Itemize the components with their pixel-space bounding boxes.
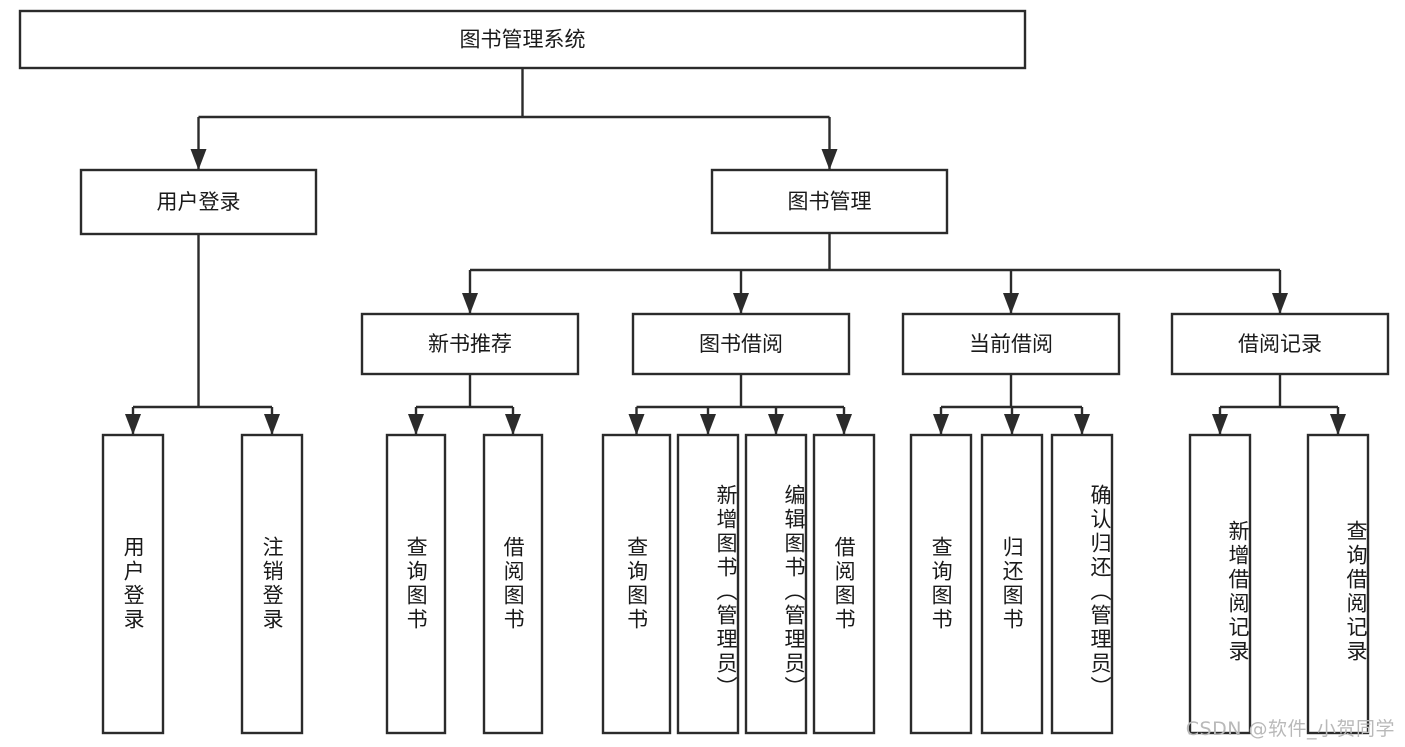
node-box[interactable]	[710, 168, 949, 235]
arrow-head-icon	[733, 293, 749, 314]
node-box[interactable]	[676, 433, 740, 735]
arrow-head-icon	[933, 414, 949, 435]
node-10[interactable]	[676, 433, 740, 735]
csdn-watermark: CSDN @软件_小贺同学	[1185, 718, 1395, 740]
node-label: 新书推荐	[428, 332, 512, 356]
node-box[interactable]	[980, 433, 1044, 735]
arrow-head-icon	[408, 414, 424, 435]
node-box[interactable]	[744, 433, 808, 735]
node-1[interactable]: 用户登录	[79, 168, 318, 236]
node-label: 图书借阅	[699, 332, 783, 356]
arrow-head-icon	[125, 414, 141, 435]
node-13[interactable]: 当前借阅	[901, 312, 1121, 376]
node-0[interactable]: 图书管理系统	[18, 9, 1027, 70]
node-box[interactable]	[1188, 433, 1252, 735]
node-box[interactable]	[1170, 312, 1390, 376]
arrow-head-icon	[628, 414, 645, 435]
arrow-head-icon	[1330, 414, 1346, 435]
node-label: 当前借阅	[969, 332, 1053, 356]
node-box[interactable]	[901, 312, 1121, 376]
node-label: 图书管理系统	[460, 28, 586, 52]
node-4[interactable]: 图书管理	[710, 168, 949, 235]
node-18[interactable]	[1188, 433, 1252, 735]
node-label: 借阅记录	[1238, 332, 1322, 356]
node-7[interactable]	[482, 433, 544, 735]
node-box[interactable]	[812, 433, 876, 735]
arrow-head-icon	[768, 414, 784, 435]
arrow-head-icon	[505, 414, 521, 435]
arrow-head-icon	[821, 149, 838, 170]
node-17[interactable]: 借阅记录	[1170, 312, 1390, 376]
node-2[interactable]	[101, 433, 165, 735]
node-6[interactable]	[385, 433, 447, 735]
arrow-head-icon	[1272, 293, 1288, 314]
arrow-head-icon	[264, 414, 280, 435]
node-box[interactable]	[909, 433, 973, 735]
arrow-head-icon	[1004, 414, 1020, 435]
arrow-head-icon	[1074, 414, 1090, 435]
node-12[interactable]	[812, 433, 876, 735]
node-box[interactable]	[631, 312, 851, 376]
node-label: 用户登录	[157, 190, 241, 214]
node-15[interactable]	[980, 433, 1044, 735]
arrow-head-icon	[1212, 414, 1228, 435]
node-9[interactable]	[601, 433, 672, 735]
arrow-head-icon	[700, 414, 716, 435]
node-3[interactable]	[240, 433, 304, 735]
arrow-head-icon	[1003, 293, 1019, 314]
arrow-head-icon	[836, 414, 852, 435]
node-8[interactable]: 图书借阅	[631, 312, 851, 376]
node-11[interactable]	[744, 433, 808, 735]
node-box[interactable]	[601, 433, 672, 735]
node-box[interactable]	[240, 433, 304, 735]
node-box[interactable]	[482, 433, 544, 735]
node-16[interactable]	[1050, 433, 1114, 735]
node-box[interactable]	[1306, 433, 1370, 735]
node-5[interactable]: 新书推荐	[360, 312, 580, 376]
node-19[interactable]	[1306, 433, 1370, 735]
node-box[interactable]	[1050, 433, 1114, 735]
node-box[interactable]	[18, 9, 1027, 70]
node-box[interactable]	[385, 433, 447, 735]
node-label: 图书管理	[788, 190, 872, 214]
arrow-head-icon	[462, 293, 478, 314]
node-box[interactable]	[360, 312, 580, 376]
node-14[interactable]	[909, 433, 973, 735]
arrow-head-icon	[190, 149, 207, 170]
node-box[interactable]	[101, 433, 165, 735]
